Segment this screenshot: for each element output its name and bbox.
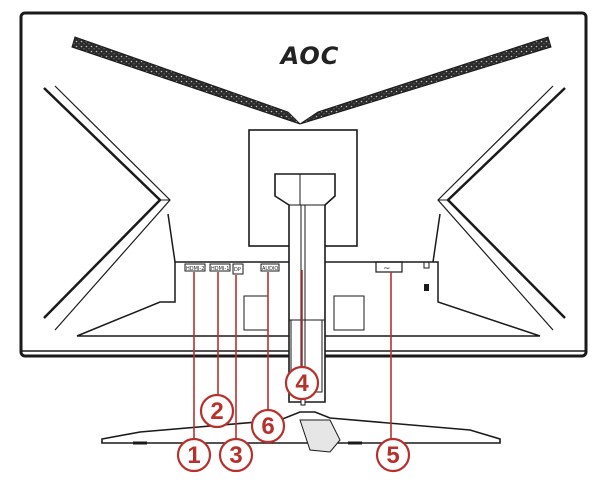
kensington-lock-slot-inner [424, 284, 429, 291]
vesa-plate-right [333, 295, 365, 331]
svg-text:3: 3 [229, 442, 242, 469]
callout-leaders [193, 270, 392, 438]
callout-badge-2: 2 [199, 393, 235, 429]
port-label-dp: DP [234, 267, 241, 273]
port-slot-power [375, 261, 403, 273]
port-slot-hdmi-1 [209, 263, 231, 272]
port-labels: HDMI-2 HDMI-1 DP AUDIO ~ [186, 264, 391, 274]
port-label-hdmi-2: HDMI-2 [186, 266, 204, 272]
callout-badge-4: 4 [284, 365, 320, 401]
port-label-power: ~ [383, 264, 391, 274]
callout-badge-5: 5 [375, 437, 411, 473]
top-vent-right [299, 36, 552, 125]
port-slot-dp [232, 263, 244, 275]
callout-badge-6: 6 [250, 408, 286, 444]
svg-text:4: 4 [295, 370, 309, 397]
stand-base [101, 411, 501, 453]
port-label-hdmi-1: HDMI-1 [211, 266, 229, 272]
callout-badge-1: 1 [176, 437, 212, 473]
svg-text:6: 6 [261, 413, 274, 440]
svg-text:1: 1 [187, 442, 200, 469]
stand-neck [274, 173, 336, 406]
port-slot-audio [260, 263, 280, 272]
port-slot-hdmi-2 [184, 263, 206, 272]
right-chevron-decoration [437, 85, 566, 331]
brand-logo: AOC [279, 42, 340, 70]
svg-text:5: 5 [386, 442, 399, 469]
callout-badge-3: 3 [218, 437, 254, 473]
svg-text:2: 2 [210, 398, 223, 425]
left-chevron-decoration [43, 85, 171, 331]
port-label-audio: AUDIO [262, 266, 278, 272]
top-vent-left [71, 36, 301, 125]
top-vent-grille [71, 36, 552, 125]
kensington-lock-slot [423, 261, 430, 269]
port-strip [184, 261, 430, 331]
